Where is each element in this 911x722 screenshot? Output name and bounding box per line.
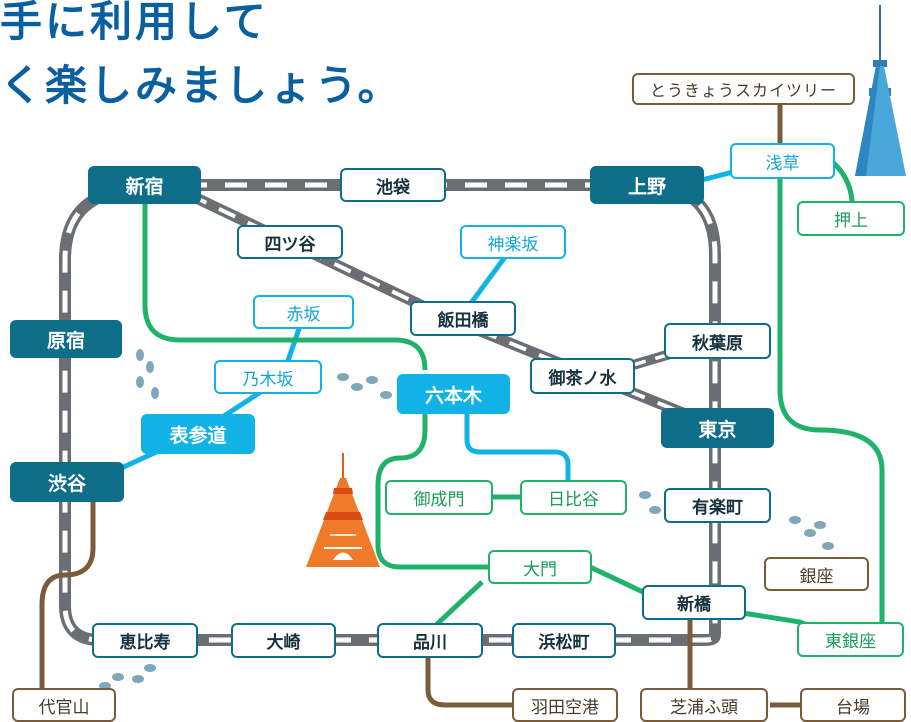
- station-ginza[interactable]: 銀座: [764, 557, 869, 591]
- station-ebisu[interactable]: 恵比寿: [92, 623, 198, 658]
- station-asakusa[interactable]: 浅草: [730, 143, 835, 179]
- station-kagurazaka[interactable]: 神楽坂: [460, 225, 566, 259]
- station-ueno[interactable]: 上野: [590, 166, 704, 204]
- station-daikanyama[interactable]: 代官山: [12, 688, 116, 722]
- station-tokyo[interactable]: 東京: [661, 408, 774, 448]
- tokyo-tower-icon: [306, 453, 380, 567]
- station-iidabashi[interactable]: 飯田橋: [410, 301, 516, 336]
- station-oshiage[interactable]: 押上: [797, 201, 905, 236]
- station-hamamatsucho[interactable]: 浜松町: [512, 623, 616, 658]
- station-hibiya[interactable]: 日比谷: [520, 480, 627, 515]
- station-onarimon[interactable]: 御成門: [385, 480, 493, 515]
- station-tokyo-skytree[interactable]: とうきょうスカイツリー: [632, 73, 855, 105]
- station-shinbashi[interactable]: 新橋: [642, 585, 746, 620]
- station-yurakucho[interactable]: 有楽町: [664, 488, 771, 523]
- station-daiba[interactable]: 台場: [800, 688, 906, 722]
- station-nogizaka[interactable]: 乃木坂: [214, 360, 322, 394]
- station-roppongi[interactable]: 六本木: [397, 374, 510, 414]
- station-ochanomizu[interactable]: 御茶ノ水: [530, 358, 635, 394]
- station-omotesando[interactable]: 表参道: [141, 414, 255, 454]
- station-higashiginza[interactable]: 東銀座: [797, 622, 904, 657]
- station-shinagawa[interactable]: 品川: [377, 623, 483, 658]
- jr-loop-line: [59, 179, 721, 646]
- station-ikebukuro[interactable]: 池袋: [340, 168, 446, 202]
- station-shibuya[interactable]: 渋谷: [10, 462, 124, 502]
- station-shibaura[interactable]: 芝浦ふ頭: [640, 688, 768, 722]
- header-line-2: く楽しみましょう。: [0, 61, 403, 110]
- station-yotsuya[interactable]: 四ツ谷: [237, 225, 343, 259]
- station-haneda[interactable]: 羽田空港: [512, 688, 618, 722]
- tokyo-skytree-icon: [855, 5, 906, 176]
- station-shinjuku[interactable]: 新宿: [88, 166, 201, 204]
- header-line-1: 手に利用して: [0, 0, 269, 46]
- station-akasaka[interactable]: 赤坂: [253, 295, 354, 329]
- footprints-icon: [99, 349, 834, 690]
- station-daimon[interactable]: 大門: [488, 550, 592, 584]
- station-akihabara[interactable]: 秋葉原: [664, 323, 771, 359]
- station-osaki[interactable]: 大崎: [231, 623, 336, 658]
- station-harajuku[interactable]: 原宿: [10, 320, 122, 358]
